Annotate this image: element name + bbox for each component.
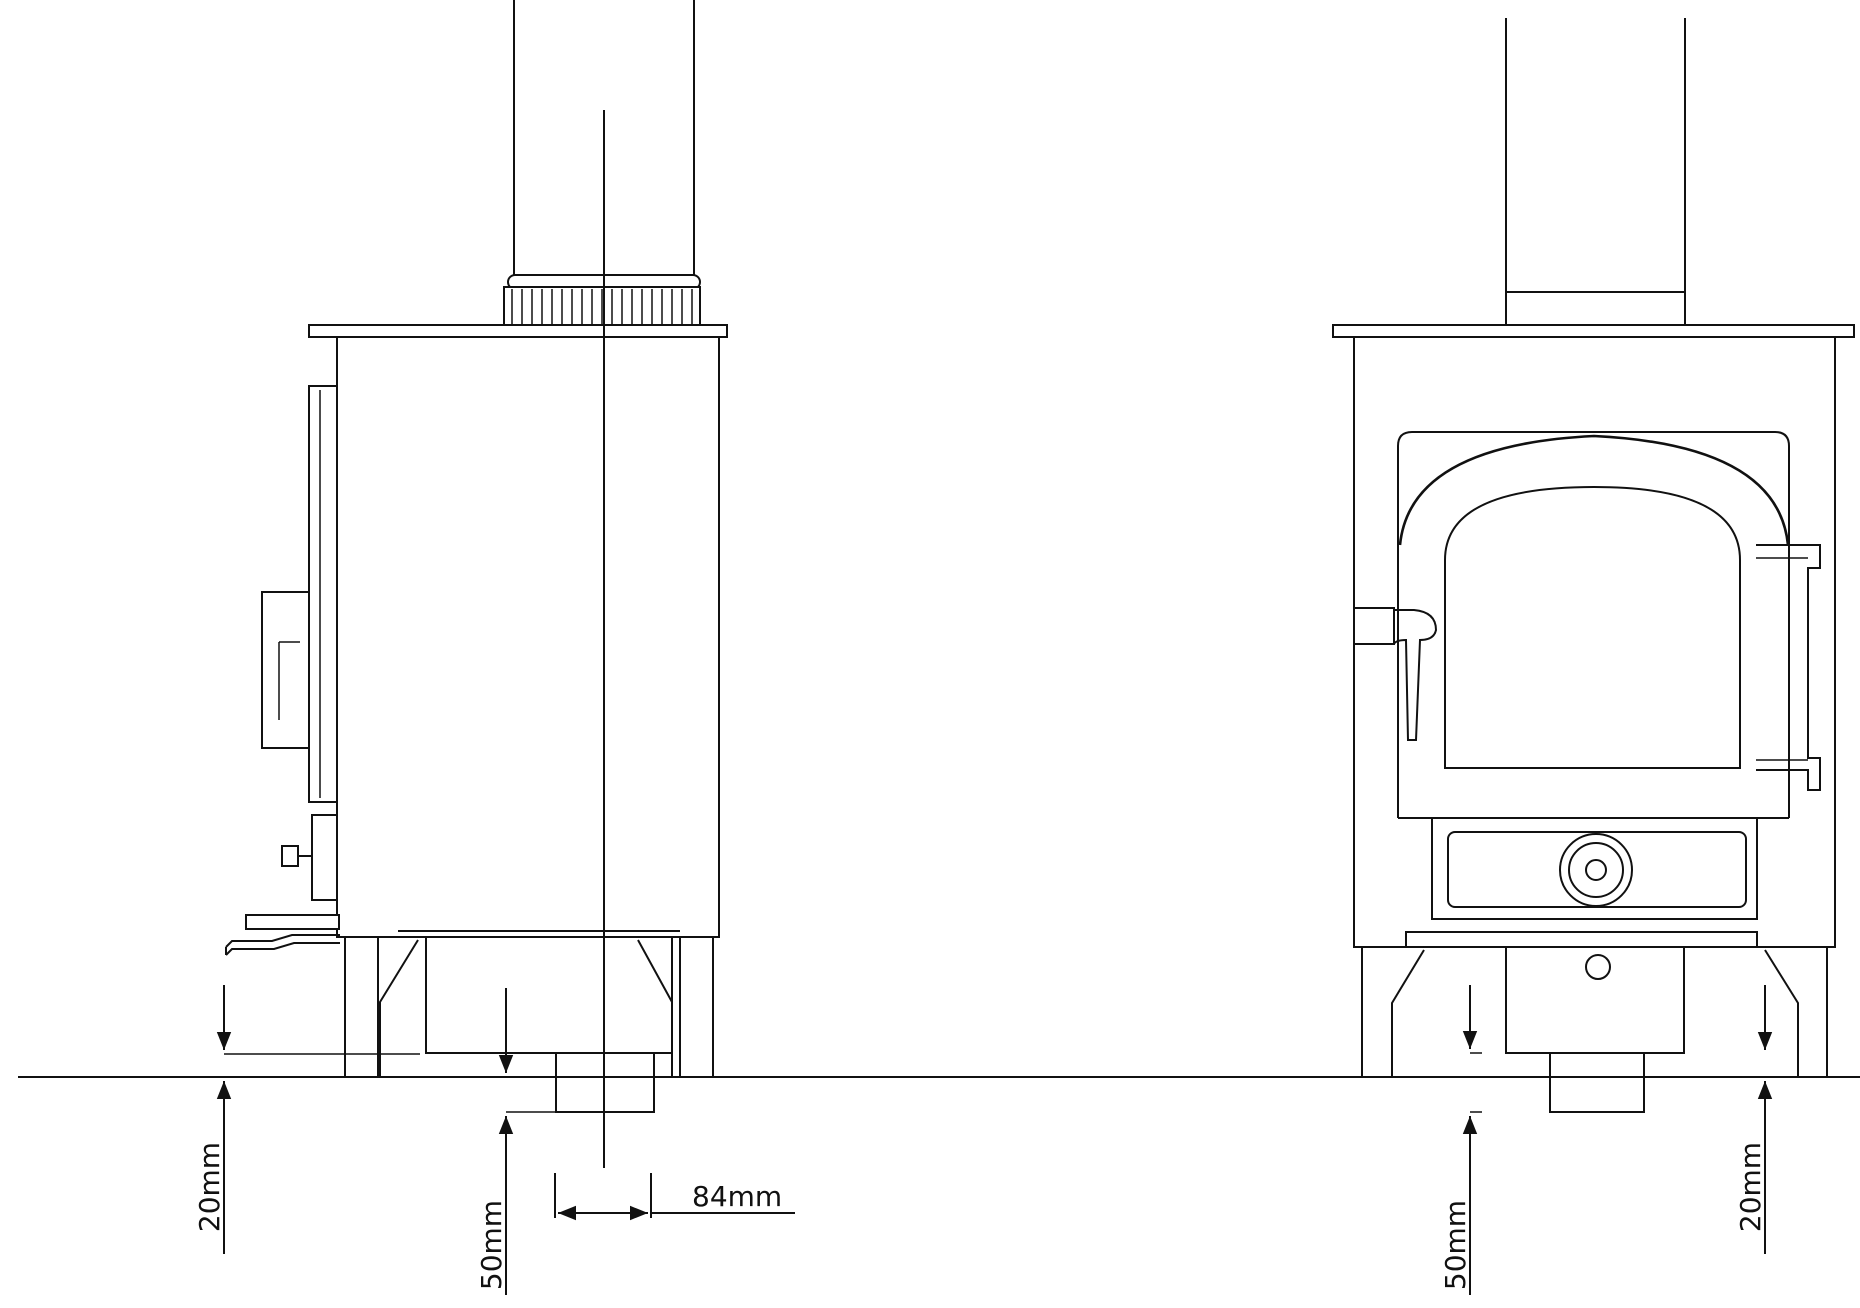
- front-air-control: [1431, 817, 1758, 920]
- front-door-hinge: [1756, 544, 1821, 791]
- front-door-glass: [1444, 485, 1741, 769]
- flue-collar-ribs: [511, 289, 693, 329]
- side-stove-body: [336, 336, 720, 938]
- side-ash-lever: [225, 914, 340, 956]
- side-flue-offset-dimension: 84mm: [554, 1173, 795, 1221]
- side-flue-pipe: [503, 0, 701, 332]
- front-floor-clearance-dimension: 20mm: [1590, 985, 1773, 1254]
- front-stove-base: [1361, 931, 1828, 1113]
- front-base-offset-label: 50mm: [1439, 1200, 1472, 1290]
- front-elevation: 50mm 20mm: [1332, 18, 1855, 1295]
- side-top-plate: [308, 324, 728, 338]
- front-flue-pipe: [1505, 18, 1686, 325]
- side-elevation: 20mm 50mm 84mm: [193, 0, 795, 1295]
- front-stove-body: [1353, 336, 1836, 948]
- side-base-offset-dimension: 50mm: [475, 988, 556, 1295]
- side-stove-base: [337, 930, 719, 1113]
- side-base-offset-label: 50mm: [475, 1200, 508, 1290]
- front-door-handle: [1353, 607, 1438, 741]
- front-floor-clearance-label: 20mm: [1734, 1142, 1767, 1232]
- front-top-plate: [1332, 324, 1855, 338]
- front-base-offset-dimension: 50mm: [1439, 985, 1482, 1295]
- side-floor-clearance-dimension: 20mm: [193, 985, 420, 1254]
- front-door-surround: [1353, 431, 1821, 819]
- side-flue-offset-label: 84mm: [692, 1180, 782, 1213]
- side-door-profile: [261, 385, 337, 901]
- side-floor-clearance-label: 20mm: [193, 1142, 226, 1232]
